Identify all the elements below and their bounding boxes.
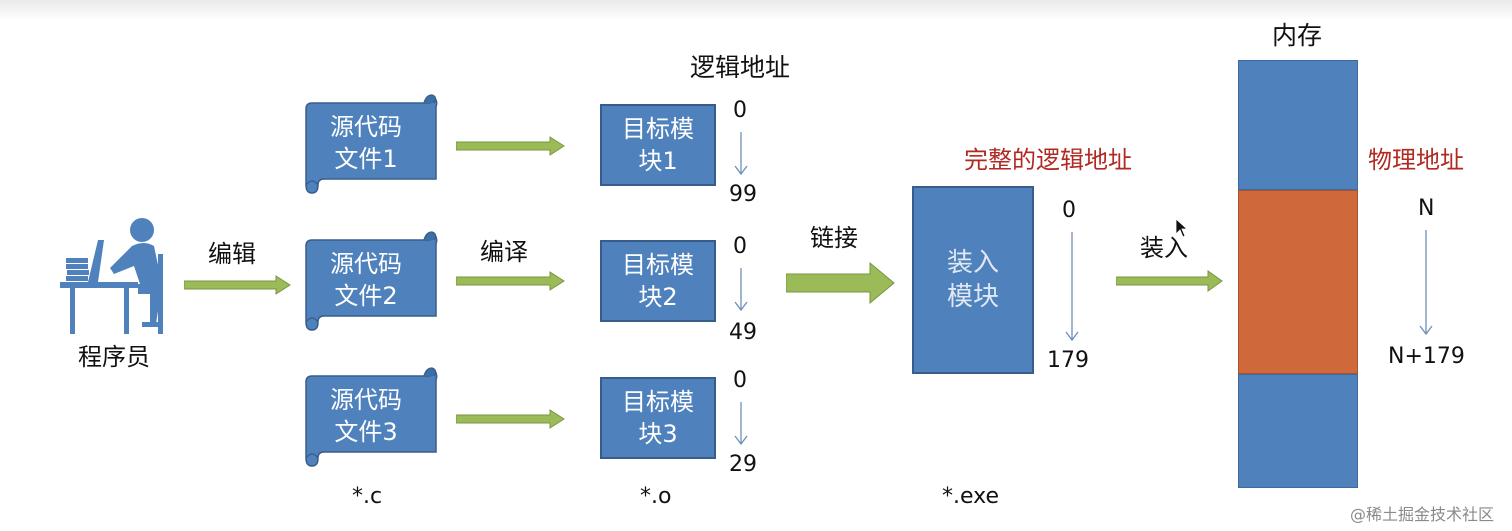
object-module-2-line2: 块2 [638, 283, 678, 311]
memory-header: 内存 [1272, 21, 1323, 50]
load-arrow [1116, 270, 1223, 292]
programmer-label: 程序员 [78, 343, 150, 371]
source-file-2: 源代码 文件2 [304, 230, 438, 334]
object-module-1: 目标模 块1 [600, 104, 716, 186]
compile-label: 编译 [480, 238, 528, 266]
source-file-1-line2: 文件1 [334, 145, 398, 173]
logical-address-header: 逻辑地址 [690, 53, 791, 82]
object-module-2-line1: 目标模 [622, 251, 694, 279]
object-module-3: 目标模 块3 [600, 377, 716, 459]
load-module-end: 179 [1047, 348, 1089, 373]
edit-label: 编辑 [208, 240, 256, 268]
module-2-end: 49 [729, 320, 757, 345]
object-file-type: *.o [640, 484, 672, 509]
object-module-1-line1: 目标模 [622, 115, 694, 143]
source-file-1-line1: 源代码 [330, 113, 402, 141]
object-module-3-line2: 块3 [638, 420, 678, 448]
module-2-start: 0 [733, 234, 747, 259]
memory-bar [1238, 60, 1358, 488]
link-arrow [786, 262, 895, 304]
compile-arrow-2 [456, 271, 565, 291]
object-module-3-line1: 目标模 [622, 388, 694, 416]
module-1-start: 0 [733, 98, 747, 123]
source-file-3-line1: 源代码 [330, 386, 402, 414]
window-top-strip [0, 0, 1512, 20]
source-file-3-line2: 文件3 [334, 418, 398, 446]
load-module-line1: 装入 [946, 248, 999, 278]
load-module-down-arrow [1065, 232, 1079, 342]
watermark: @稀土掘金技术社区 [1349, 505, 1494, 524]
module-3-down-arrow [734, 402, 748, 446]
load-module: 装入 模块 [912, 186, 1034, 374]
link-label: 链接 [810, 224, 858, 252]
compile-arrow-1 [456, 136, 565, 156]
module-2-down-arrow [734, 268, 748, 312]
mouse-cursor-icon [1175, 218, 1189, 238]
object-module-1-line2: 块1 [638, 147, 678, 175]
source-file-2-line1: 源代码 [330, 250, 402, 278]
physical-address-label: 物理地址 [1368, 146, 1464, 174]
memory-free-bottom [1238, 374, 1358, 488]
source-file-1: 源代码 文件1 [304, 93, 438, 197]
memory-free-top [1238, 60, 1358, 190]
source-file-2-line2: 文件2 [334, 282, 398, 310]
load-module-start: 0 [1062, 198, 1076, 223]
edit-arrow [184, 275, 291, 295]
physical-start: N [1418, 196, 1435, 221]
load-module-line2: 模块 [946, 282, 999, 312]
source-file-type: *.c [352, 484, 383, 509]
module-3-start: 0 [733, 368, 747, 393]
physical-end: N+179 [1388, 344, 1465, 369]
memory-occupied-segment [1238, 190, 1358, 374]
module-1-end: 99 [729, 182, 757, 207]
module-3-end: 29 [729, 452, 757, 477]
load-label: 装入 [1140, 234, 1188, 262]
physical-down-arrow [1419, 230, 1433, 336]
object-module-2: 目标模 块2 [600, 240, 716, 322]
exe-file-type: *.exe [942, 484, 1000, 509]
programmer-icon [60, 218, 163, 334]
complete-logical-address-label: 完整的逻辑地址 [964, 146, 1132, 174]
compile-arrow-3 [456, 409, 565, 429]
source-file-3: 源代码 文件3 [304, 366, 438, 470]
module-1-down-arrow [734, 132, 748, 176]
